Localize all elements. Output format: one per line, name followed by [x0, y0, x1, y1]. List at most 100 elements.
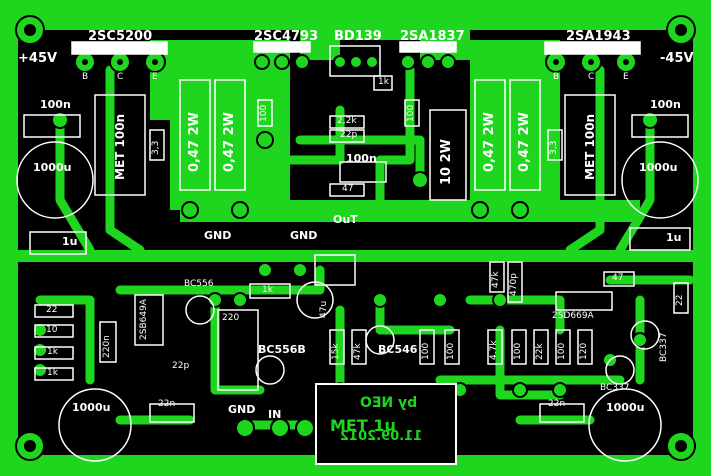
r1k-a-label: 1k [47, 347, 58, 357]
r47k-a-label: 47k [353, 343, 363, 360]
q1-label: 2SC5200 [88, 29, 153, 44]
bottom-copper-pour [0, 455, 711, 476]
left-edge-pour [0, 0, 18, 476]
c470p-label: 470p [509, 273, 519, 296]
c47u-label: 47u [319, 300, 329, 318]
c470p [507, 261, 523, 303]
bc556-label: BC556 [184, 279, 214, 289]
c1000u-right [621, 141, 699, 219]
in-label: IN [268, 408, 282, 421]
c100n-left [23, 114, 81, 138]
q-bc546 [365, 325, 395, 355]
met100n-right-label: MET 100n [583, 113, 597, 180]
trace-q5-base [565, 65, 605, 255]
q5-pin-e: E [623, 72, 629, 82]
r33-left [149, 129, 165, 161]
bc337-b-label: BC337 [659, 332, 669, 362]
r100-e [511, 329, 527, 365]
r100-b [404, 99, 420, 127]
met1u-label: MET 1u [330, 416, 396, 435]
r100-d [444, 329, 460, 365]
c1000u-right-label: 1000u [639, 161, 678, 174]
trace-diff-pair [465, 295, 565, 335]
c220n [99, 321, 117, 363]
q5-body [544, 41, 641, 55]
r100-a [257, 99, 273, 127]
right-edge-pour [693, 0, 711, 476]
r22kb-label: 22k [535, 343, 545, 360]
d669-label: 2SD669A [552, 311, 594, 321]
r100-f-label: 100 [557, 342, 567, 360]
r10-left [34, 324, 74, 338]
q3-label: BD139 [334, 29, 382, 44]
r120-label: 120 [579, 342, 589, 360]
q1-pin-b: B [82, 72, 89, 82]
q5-pin-c: C [588, 72, 595, 82]
c100n-mid [339, 161, 387, 183]
r1k-top [373, 75, 393, 91]
c22p-low-label: 22p [172, 361, 190, 371]
r100-d-label: 100 [446, 342, 456, 360]
r47-right [603, 271, 635, 287]
c22p [329, 129, 365, 143]
q1-pin-e: E [152, 72, 158, 82]
r1k-top-label: 1k [378, 77, 389, 87]
met-100n-left [94, 94, 146, 196]
c22n-left-label: 22n [158, 399, 176, 409]
rail-neg-label: -45V [660, 51, 694, 66]
r047-3-label: 0,47 2W [482, 112, 497, 172]
rail-pos-label: +45V [18, 51, 58, 66]
c100n-right [631, 114, 689, 138]
c1u-right-label: 1u [666, 231, 682, 244]
c1000u-left-label: 1000u [33, 161, 72, 174]
r047-1 [179, 79, 211, 191]
r47-right-label: 47 [612, 273, 624, 283]
c100n-mid-label: 100n [346, 152, 377, 165]
r047-1-label: 0,47 2W [187, 112, 202, 172]
c1000u-br [588, 388, 662, 462]
c220n-label: 220n [102, 335, 112, 358]
r22k [329, 115, 365, 129]
r15k [329, 329, 345, 365]
r047-4-label: 0,47 2W [517, 112, 532, 172]
gnd-label-3: GND [228, 403, 256, 416]
r100-c [419, 329, 435, 365]
r47k-a [351, 329, 367, 365]
q-bc556b [255, 355, 285, 385]
q2-body [253, 41, 311, 53]
q4-label: 2SA1837 [400, 29, 465, 44]
c22p-label: 22p [340, 130, 358, 140]
r100-e-label: 100 [513, 342, 523, 360]
met100n-left-label: MET 100n [113, 113, 127, 180]
q3-body [329, 45, 381, 77]
r22-left-label: 22 [46, 305, 58, 315]
r22-right-label: 22 [675, 294, 685, 306]
r22k-label: 2,2k [337, 116, 357, 126]
credit-by: by NEO [360, 395, 418, 411]
r120 [577, 329, 593, 365]
q5-label: 2SA1943 [566, 29, 631, 44]
c22n-right [539, 403, 585, 423]
c100n-left-label: 100n [40, 98, 71, 111]
bc546-label: BC546 [378, 343, 418, 356]
r33-right-label: 3,3 [549, 140, 559, 155]
r47-mid [329, 183, 365, 197]
out-label: OuT [333, 213, 358, 226]
c1000u-bl-label: 1000u [72, 401, 111, 414]
gnd-label-1: GND [204, 229, 232, 242]
r1k-mid-label: 1k [262, 285, 273, 295]
q-bc556 [185, 295, 215, 325]
r10-2w [429, 109, 467, 201]
r33-right [547, 129, 563, 161]
trace-left-cap [55, 115, 95, 255]
trace-q1-base [105, 65, 145, 255]
c1u-left [29, 231, 87, 255]
r1k-a [34, 346, 74, 360]
trace-q4 [375, 65, 415, 205]
c1000u-br-label: 1000u [606, 401, 645, 414]
c1000u-bl [58, 388, 132, 462]
r1k-mid [249, 283, 291, 299]
r47-mid-label: 47 [342, 184, 354, 194]
